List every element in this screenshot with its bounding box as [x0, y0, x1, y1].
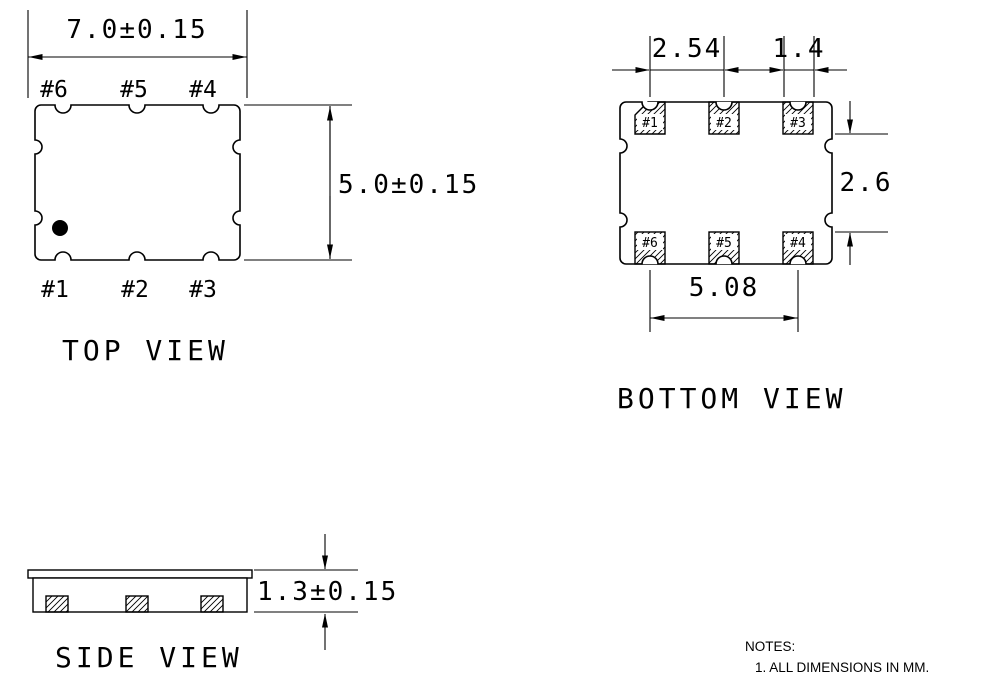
pad-label-box: [711, 114, 737, 130]
notes-heading: NOTES:: [745, 639, 795, 654]
pad-label-box: [785, 114, 811, 130]
pad-5-label: #5: [716, 236, 732, 251]
top-view-pin6-label: #6: [40, 77, 68, 103]
pad-label-box: [785, 234, 811, 250]
pad-label-box: [637, 234, 663, 250]
top-view-package-outline: [34, 104, 241, 261]
notch-cutout: [790, 256, 806, 264]
pad-4-label: #4: [790, 236, 806, 251]
top-view-title: TOP VIEW: [62, 334, 229, 367]
pitch-dim-text: 2.54: [652, 34, 723, 64]
top-view-height-dimension: 5.0±0.15: [244, 104, 479, 261]
pad-label-box: [711, 234, 737, 250]
notch-cutout: [716, 102, 732, 110]
bottom-view-package-outline: [619, 101, 833, 265]
notch-cutout: [790, 102, 806, 110]
notch-cutout: [716, 256, 732, 264]
outer-pitch-dim-text: 5.08: [689, 273, 760, 303]
pad-width-dim-text: 1.4: [773, 34, 826, 64]
top-view-pin4-label: #4: [189, 77, 217, 103]
top-view-pin2-label: #2: [121, 277, 149, 303]
bottom-view: #1 #2 #3 #6 #5 #4 2.54 1.4: [612, 34, 893, 415]
top-view-pin1-label: #1: [41, 277, 69, 303]
top-view-pin5-label: #5: [120, 77, 148, 103]
side-view-pad: [200, 595, 224, 613]
pad-6-label: #6: [642, 236, 658, 251]
notes: NOTES: 1. ALL DIMENSIONS IN MM.: [745, 639, 929, 675]
bottom-view-row-gap-dimension: 2.6: [835, 101, 893, 265]
bottom-view-title: BOTTOM VIEW: [617, 382, 846, 415]
pad-label-box: [637, 114, 663, 130]
note-item-1: 1. ALL DIMENSIONS IN MM.: [755, 660, 929, 675]
thickness-dim-text: 1.3±0.15: [257, 577, 398, 607]
top-view: #6 #5 #4 #1 #2 #3 7.0±0.15 5.0±0.15 TOP …: [27, 10, 479, 367]
top-view-width-dimension: 7.0±0.15: [27, 10, 248, 98]
notch-cutout: [642, 256, 658, 264]
bottom-view-outer-pitch-dimension: 5.08: [649, 270, 799, 332]
side-view: 1.3±0.15 SIDE VIEW: [27, 534, 398, 674]
pad-1-label: #1: [642, 116, 658, 131]
pad-3-label: #3: [790, 116, 806, 131]
top-view-width-dim-text: 7.0±0.15: [66, 15, 207, 45]
top-view-height-dim-text: 5.0±0.15: [338, 170, 479, 200]
bottom-view-pitch-dimension: 2.54: [612, 34, 760, 97]
side-view-pad: [125, 595, 149, 613]
pin1-marker-dot: [52, 220, 68, 236]
bottom-view-pad-width-dimension: 1.4: [751, 34, 847, 97]
row-gap-dim-text: 2.6: [840, 168, 893, 198]
notch-cutout: [642, 102, 658, 110]
side-view-pad: [45, 595, 69, 613]
side-view-title: SIDE VIEW: [55, 641, 243, 674]
side-view-lid: [27, 569, 253, 579]
top-view-pin3-label: #3: [189, 277, 217, 303]
pad-2-label: #2: [716, 116, 732, 131]
side-view-thickness-dimension: 1.3±0.15: [254, 534, 398, 650]
